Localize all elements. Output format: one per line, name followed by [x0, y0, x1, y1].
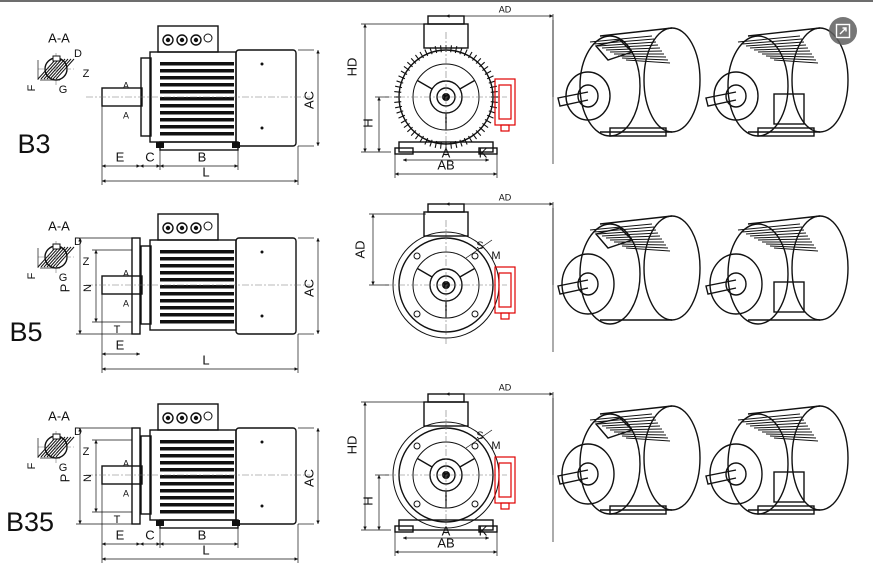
shaft-d-label: D: [74, 48, 82, 60]
shaft-section: A-A DZ F G: [26, 30, 90, 95]
shaft-g-label: G: [59, 272, 68, 284]
dim-h-label: H: [360, 496, 375, 505]
dim-ac-label: AC: [301, 469, 316, 487]
row-b5: B5 A-A DZ F G A A L AC E P N T AD AD SM: [9, 192, 849, 373]
mount-code: B3: [17, 129, 50, 159]
dim-k-label: K: [479, 145, 488, 160]
dim-l-label: L: [202, 352, 209, 367]
dim-b-label: B: [198, 149, 207, 164]
dim-c-label: C: [145, 527, 154, 542]
dim-p-label: P: [57, 284, 72, 293]
dim-ac-label: AC: [301, 279, 316, 297]
front-view: AD AD SM: [352, 192, 554, 352]
motor-isometric: [705, 27, 849, 137]
side-view: A A L AC E P N T: [57, 213, 320, 373]
section-arrow-top: A: [123, 80, 129, 90]
expand-icon: [835, 23, 851, 39]
dim-s-label: S: [476, 430, 483, 442]
dim-m-label: M: [491, 250, 500, 262]
zoom-button[interactable]: [829, 17, 857, 45]
dim-e-label: E: [116, 527, 125, 542]
dim-ab-label: AB: [437, 535, 454, 550]
dim-n-label: N: [82, 284, 94, 292]
shaft-d-label: D: [74, 236, 82, 248]
motor-isometric: [557, 27, 701, 137]
top-border: [0, 0, 873, 2]
dim-l-label: L: [202, 164, 209, 179]
section-arrow-bottom: A: [123, 298, 129, 308]
dim-t-label: T: [114, 514, 121, 526]
dim-ab-label: AB: [437, 157, 454, 172]
section-label: A-A: [48, 218, 70, 233]
shaft-g-label: G: [59, 84, 68, 96]
dim-p-label: P: [57, 474, 72, 483]
front-view: AD HD H AAB K: [344, 4, 554, 178]
shaft-z-label: Z: [83, 256, 90, 268]
dim-hd-label: HD: [344, 58, 359, 77]
dim-e-label: E: [116, 337, 125, 352]
dim-b-label: B: [198, 527, 207, 542]
motor-isometric: [705, 215, 849, 325]
front-view: AD HD H AAB K SM: [344, 382, 554, 556]
section-label: A-A: [48, 30, 70, 45]
motor-isometric: [557, 405, 701, 515]
section-arrow-top: A: [123, 458, 129, 468]
mount-code: B5: [9, 317, 42, 347]
dim-a-label: A: [442, 145, 451, 160]
shaft-z-label: Z: [83, 446, 90, 458]
dim-h-label: H: [360, 118, 375, 127]
dim-hd-label: HD: [344, 436, 359, 455]
dim-n-label: N: [82, 474, 94, 482]
section-arrow-bottom: A: [123, 488, 129, 498]
dim-ad-label: AD: [499, 4, 512, 14]
dim-ad-label: AD: [499, 382, 512, 392]
dim-s-label: S: [476, 240, 483, 252]
dim-t-label: T: [114, 324, 121, 336]
dim-ad-label: AD: [499, 192, 512, 202]
dim-k-label: K: [479, 523, 488, 538]
dim-e-label: E: [116, 149, 125, 164]
dim-l-label: L: [202, 542, 209, 557]
dim-a-label: A: [442, 523, 451, 538]
shaft-f-label: F: [26, 462, 38, 469]
dim-c-label: C: [145, 149, 154, 164]
section-arrow-top: A: [123, 268, 129, 278]
shaft-section: A-A DZ F G: [26, 218, 90, 283]
shaft-section: A-A DZ F G: [26, 408, 90, 473]
mount-code: B35: [6, 507, 54, 537]
shaft-f-label: F: [26, 84, 38, 91]
side-view: A A L AC B C E: [86, 25, 320, 185]
motor-isometric: [557, 215, 701, 325]
shaft-f-label: F: [26, 272, 38, 279]
shaft-d-label: D: [74, 426, 82, 438]
dim-ad-vert-label: AD: [352, 240, 367, 258]
dim-m-label: M: [491, 440, 500, 452]
section-arrow-bottom: A: [123, 110, 129, 120]
shaft-z-label: Z: [83, 68, 90, 80]
dim-ac-label: AC: [301, 91, 316, 109]
side-view: A A L AC B C E P N T: [57, 403, 320, 563]
terminal-box-highlight: [494, 78, 516, 126]
motor-isometric: [705, 405, 849, 515]
section-label: A-A: [48, 408, 70, 423]
shaft-g-label: G: [59, 462, 68, 474]
